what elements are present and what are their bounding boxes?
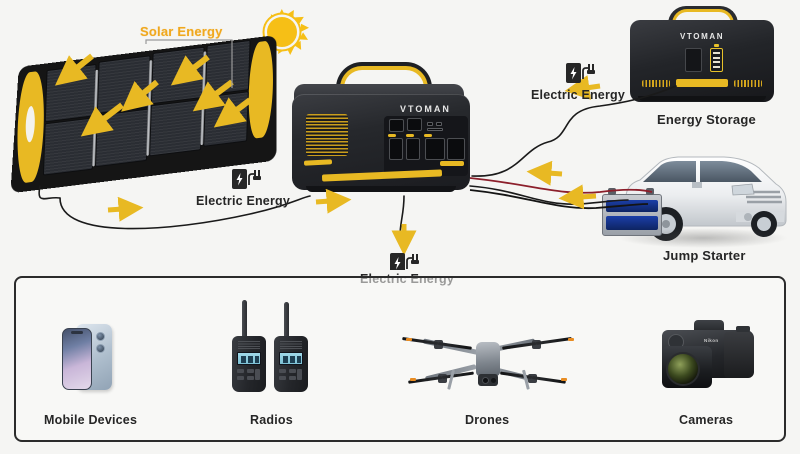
cable-station-to-storage <box>471 85 677 177</box>
jump-starter-label: Jump Starter <box>663 248 746 263</box>
power-station-vent <box>306 114 348 156</box>
energy-storage-brand: VTOMAN <box>680 32 725 41</box>
power-station: VTOMAN <box>288 62 478 202</box>
solar-energy-label: Solar Energy <box>140 24 223 39</box>
energy-storage-unit: VTOMAN <box>628 6 776 106</box>
energy-storage-port <box>685 48 702 72</box>
cable-solar-to-station <box>59 195 311 230</box>
electric-energy-label-right: Electric Energy <box>531 88 626 102</box>
two-way-radio-icon <box>228 300 312 392</box>
quadcopter-drone-icon <box>402 330 574 392</box>
flow-arrows <box>107 75 601 256</box>
electric-energy-icon-right <box>566 62 596 84</box>
power-station-brand: VTOMAN <box>400 104 451 114</box>
electric-energy-icon-left <box>232 168 262 190</box>
solar-ray-arrows <box>54 53 252 137</box>
cable-station-to-car <box>469 185 629 205</box>
device-label-radios: Radios <box>250 413 293 427</box>
device-label-cameras: Cameras <box>679 413 734 427</box>
electric-energy-icon-center <box>390 252 420 274</box>
device-panel <box>14 276 786 442</box>
solar-arrow-group <box>54 53 252 137</box>
smartphone-icon <box>52 320 132 392</box>
battery-level-indicator <box>710 48 723 72</box>
dslr-camera-icon: Nikon <box>648 320 764 394</box>
device-label-mobile-devices: Mobile Devices <box>44 413 138 427</box>
energy-storage-label: Energy Storage <box>657 112 756 127</box>
electric-energy-label-left: Electric Energy <box>196 194 291 208</box>
cable-jumper-positive <box>469 177 653 194</box>
cable-jumper-negative <box>469 189 649 210</box>
device-label-drones: Drones <box>465 413 510 427</box>
